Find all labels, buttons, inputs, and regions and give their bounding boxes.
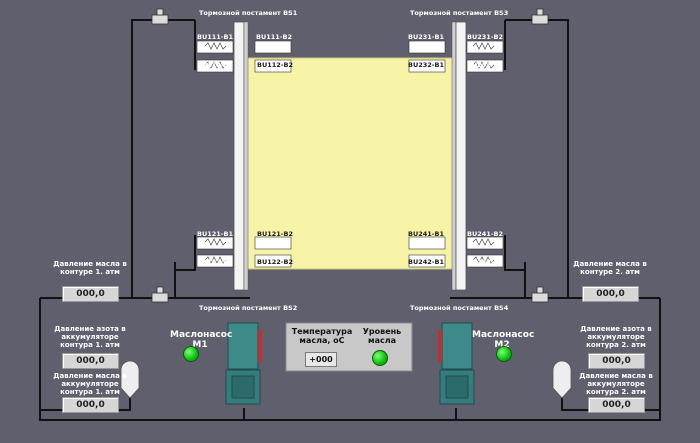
cyl-label-bu122-b1[interactable]: BU122-B1 [197, 258, 233, 266]
pump-m1-label: Маслонасос M1 [170, 330, 233, 350]
left-oil-pressure-value[interactable]: 000,0 [62, 286, 119, 302]
right-nitrogen-label: Давление азота в аккумуляторе контура 2.… [580, 325, 652, 349]
left-oil-pressure-label: Давление масла в контуре 1. атм [53, 260, 127, 276]
left-cylinders [196, 40, 292, 268]
right-cylinders [408, 40, 504, 268]
oil-level-label: Уровень масла [362, 327, 402, 345]
left-acc-oil-label: Давление масла в аккумуляторе контура 1.… [53, 372, 127, 396]
cyl-label-bu112-b2[interactable]: BU112-B2 [257, 61, 293, 69]
pump-m1-status-led [183, 346, 199, 362]
cyl-label-bu121-b1[interactable]: BU121-B1 [197, 230, 233, 238]
right-oil-pressure-value[interactable]: 000,0 [582, 286, 639, 302]
right-acc-oil-label: Давление масла в аккумуляторе контура 2.… [579, 372, 653, 396]
cyl-label-bu231-b1[interactable]: BU231-B1 [408, 33, 444, 41]
oil-level-status-led [372, 350, 388, 366]
left-pillars [233, 21, 467, 291]
stand-bs2-title: Тормозной постамент BS2 [199, 304, 298, 312]
cyl-label-bu242-b2[interactable]: BU242-B2 [467, 258, 503, 266]
right-oil-pressure-label: Давление масла в контуре 2. атм [573, 260, 647, 276]
cyl-label-bu232-b1[interactable]: BU232-B1 [408, 61, 444, 69]
cyl-label-bu111-b1[interactable]: BU111-B1 [197, 33, 233, 41]
oil-temp-value[interactable]: +000 [305, 352, 337, 367]
cyl-label-bu242-b1[interactable]: BU242-B1 [408, 258, 444, 266]
cyl-label-bu121-b2[interactable]: BU121-B2 [257, 230, 293, 238]
accumulators [120, 360, 572, 399]
pump-m2-status-led [496, 346, 512, 362]
valves [151, 8, 549, 303]
left-nitrogen-value[interactable]: 000,0 [62, 353, 119, 369]
cyl-label-bu241-b1[interactable]: BU241-B1 [408, 230, 444, 238]
pump-m2-graphic [438, 322, 475, 405]
stand-bs1-title: Тормозной постамент BS1 [199, 9, 298, 17]
right-acc-oil-value[interactable]: 000,0 [588, 397, 645, 413]
stand-bs4-title: Тормозной постамент BS4 [410, 304, 509, 312]
oil-temp-label: Температура масла, оС [291, 327, 353, 345]
stand-bs3-title: Тормозной постамент BS3 [410, 9, 509, 17]
right-nitrogen-value[interactable]: 000,0 [588, 353, 645, 369]
cyl-label-bu122-b2[interactable]: BU122-B2 [257, 258, 293, 266]
left-nitrogen-label: Давление азота в аккумуляторе контура 1.… [54, 325, 126, 349]
spring-coils [204, 42, 495, 264]
cyl-label-bu231-b2[interactable]: BU231-B2 [467, 33, 503, 41]
cyl-label-bu111-b2[interactable]: BU111-B2 [256, 33, 292, 41]
oil-lines [39, 19, 661, 421]
cyl-label-bu112-b1[interactable]: BU112-B1 [197, 61, 233, 69]
left-acc-oil-value[interactable]: 000,0 [62, 397, 119, 413]
pump-m2-label: Маслонасос M2 [472, 330, 535, 350]
pump-m1-graphic [225, 322, 262, 405]
brake-platform [245, 57, 454, 270]
cyl-label-bu241-b2[interactable]: BU241-B2 [467, 230, 503, 238]
cyl-label-bu232-b2[interactable]: BU232-B2 [467, 61, 503, 69]
